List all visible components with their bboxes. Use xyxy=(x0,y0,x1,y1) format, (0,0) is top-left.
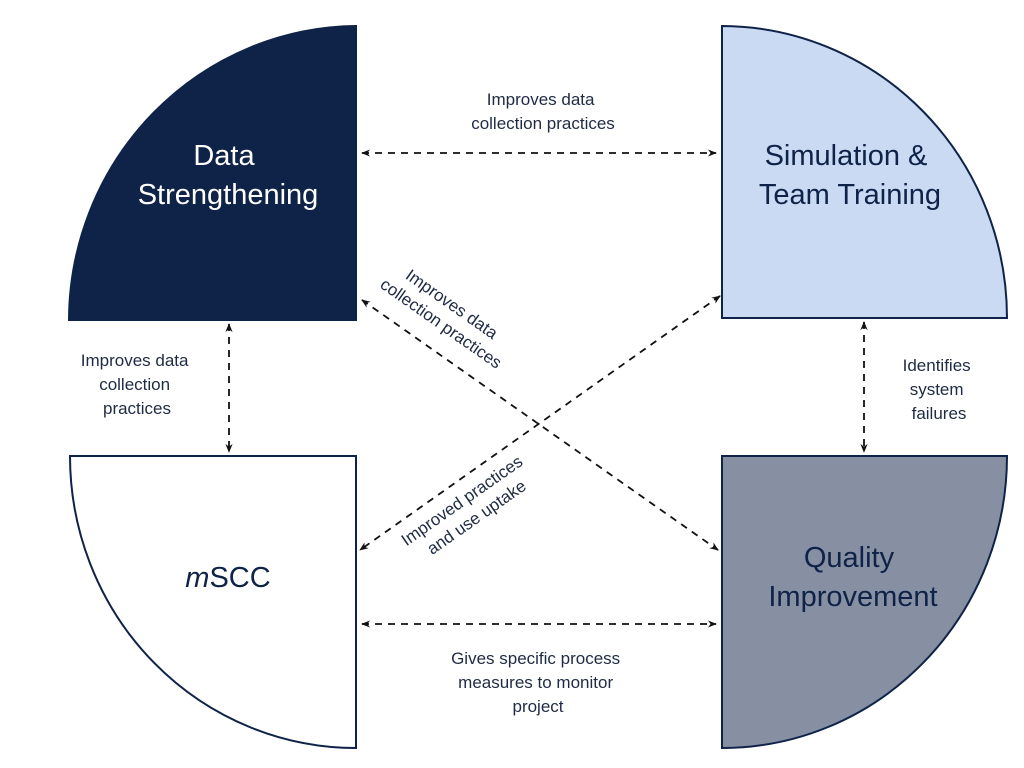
title-mscc: mSCC xyxy=(185,562,270,594)
label-right: Identifies system failures xyxy=(903,356,976,423)
title-quality-improvement: Quality Improvement xyxy=(768,542,937,613)
quadrant-data-strengthening xyxy=(67,24,357,321)
label-diagonal-down: Improves data collection practices xyxy=(377,257,518,373)
arrow-diagonal-down xyxy=(361,299,719,551)
quadrant-quality-improvement xyxy=(721,455,1009,750)
title-data-strengthening: Data Strengthening xyxy=(138,140,319,211)
title-simulation-team-training: Simulation & Team Training xyxy=(759,140,941,211)
quadrant-mscc xyxy=(68,455,357,750)
label-left: Improves data collection practices xyxy=(81,351,193,418)
label-bottom: Gives specific process measures to monit… xyxy=(451,649,625,716)
arrow-diagonal-up xyxy=(359,295,721,551)
quadrant-simulation-team-training xyxy=(721,24,1009,319)
label-top: Improves data collection practices xyxy=(471,90,615,133)
